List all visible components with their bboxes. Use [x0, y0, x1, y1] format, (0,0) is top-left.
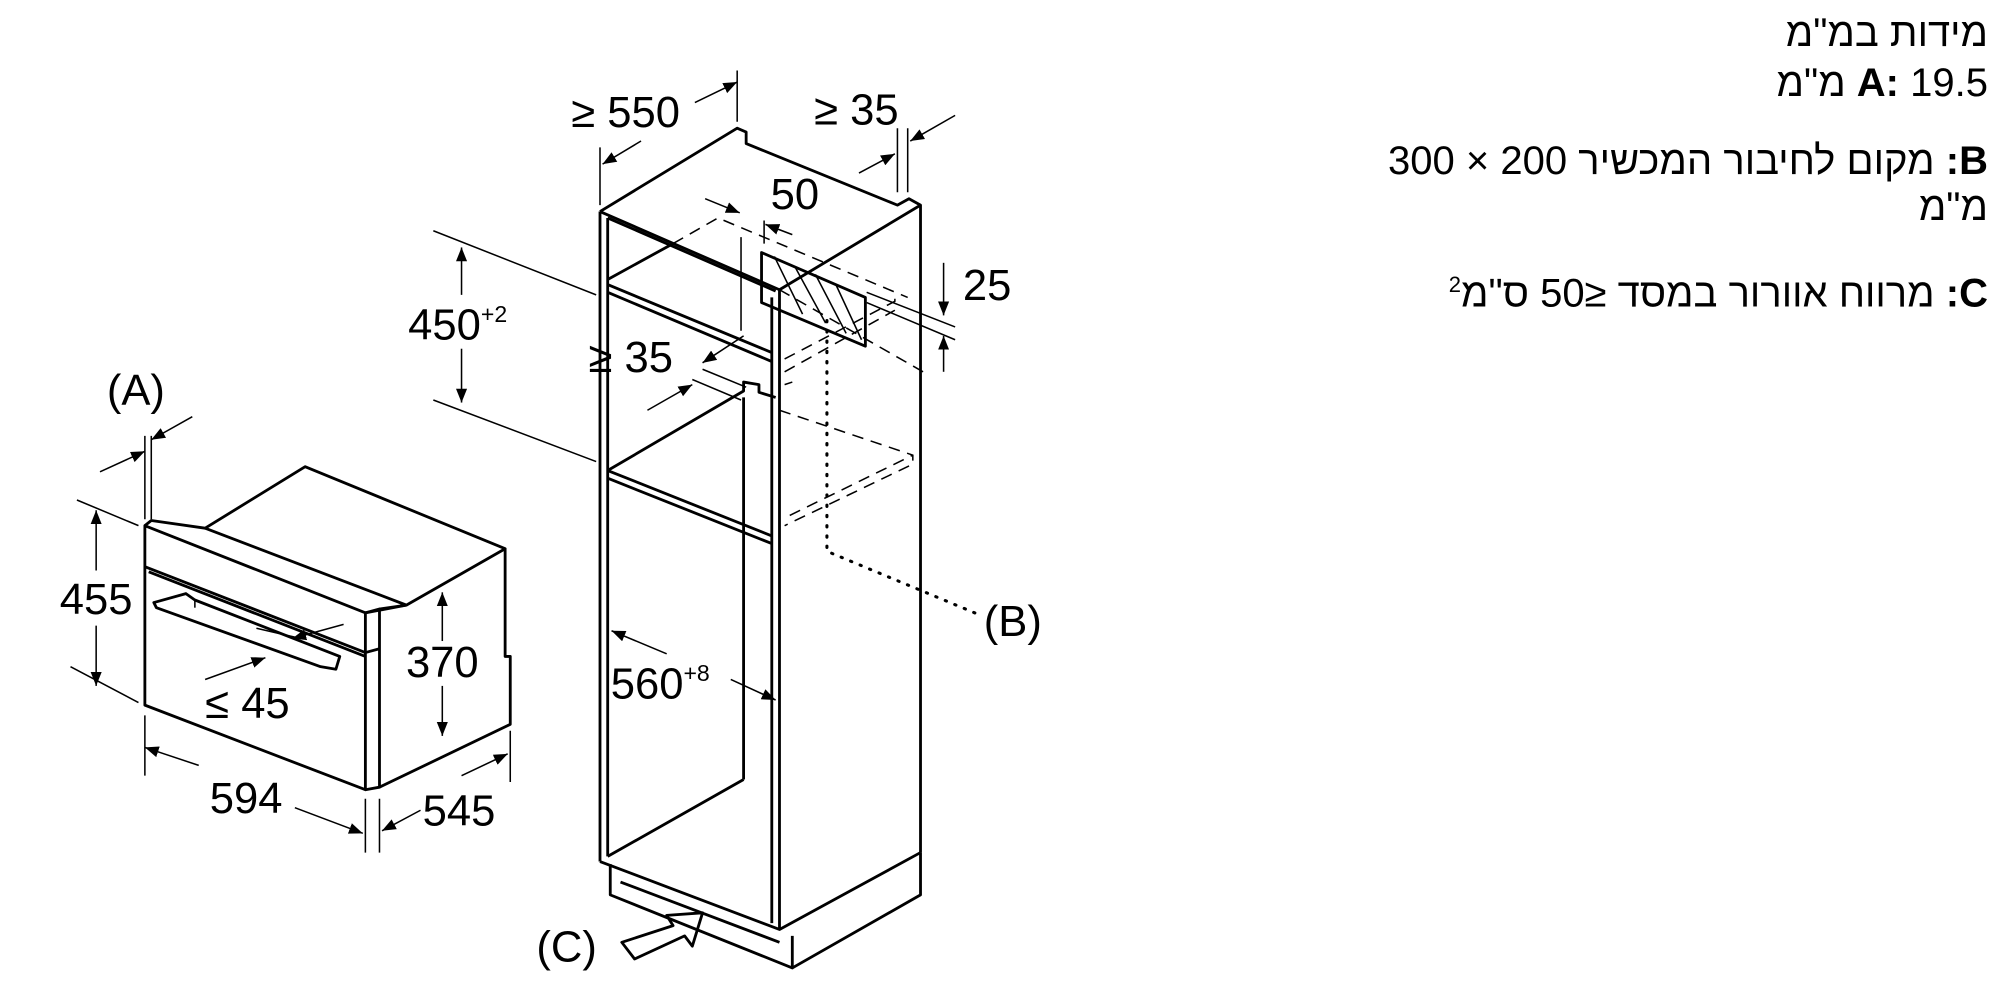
strip-height-label: 25	[963, 262, 1011, 310]
callout-c-label: (C)	[536, 924, 597, 972]
inner-height-label: 370	[406, 639, 479, 687]
shelf-gap-label: ≥ 35	[589, 334, 673, 382]
legend-item-a: A: 19.5 מ"מ	[1776, 61, 1988, 105]
legend-title: מידות במ"מ	[1785, 11, 1988, 55]
cabinet-depth-label: ≥ 550	[571, 89, 680, 137]
offset-label: 50	[771, 171, 819, 219]
legend-item-c: C: מרווח אוורור במסד ≤50 ס"מ2	[1448, 271, 1988, 316]
oven-dimensions: (A) 455 370 ≤ 45 594 545	[60, 367, 512, 853]
oven-drawing	[143, 465, 512, 792]
cabinet-drawing	[598, 126, 983, 970]
oven-depth-label: 545	[423, 788, 496, 836]
cabinet-dimensions: ≥ 550 ≥ 35 50 450+2 ≥ 35 25 560+8 (B) (C…	[408, 70, 1042, 972]
oven-height-label: 455	[60, 576, 133, 624]
rear-gap-label: ≥ 35	[814, 86, 899, 134]
handle-depth-label: ≤ 45	[205, 680, 290, 728]
legend-item-b: B: מקום לחיבור המכשיר 200 × 300 מ"מ	[1388, 139, 1988, 229]
niche-height-label: 450+2	[408, 301, 507, 350]
callout-b-label: (B)	[984, 598, 1042, 646]
callout-a-label: (A)	[107, 367, 165, 415]
niche-width-label: 560+8	[611, 660, 710, 709]
oven-width-label: 594	[210, 775, 283, 823]
legend: מידות במ"מ A: 19.5 מ"מ B: מקום לחיבור המ…	[1288, 10, 1988, 348]
